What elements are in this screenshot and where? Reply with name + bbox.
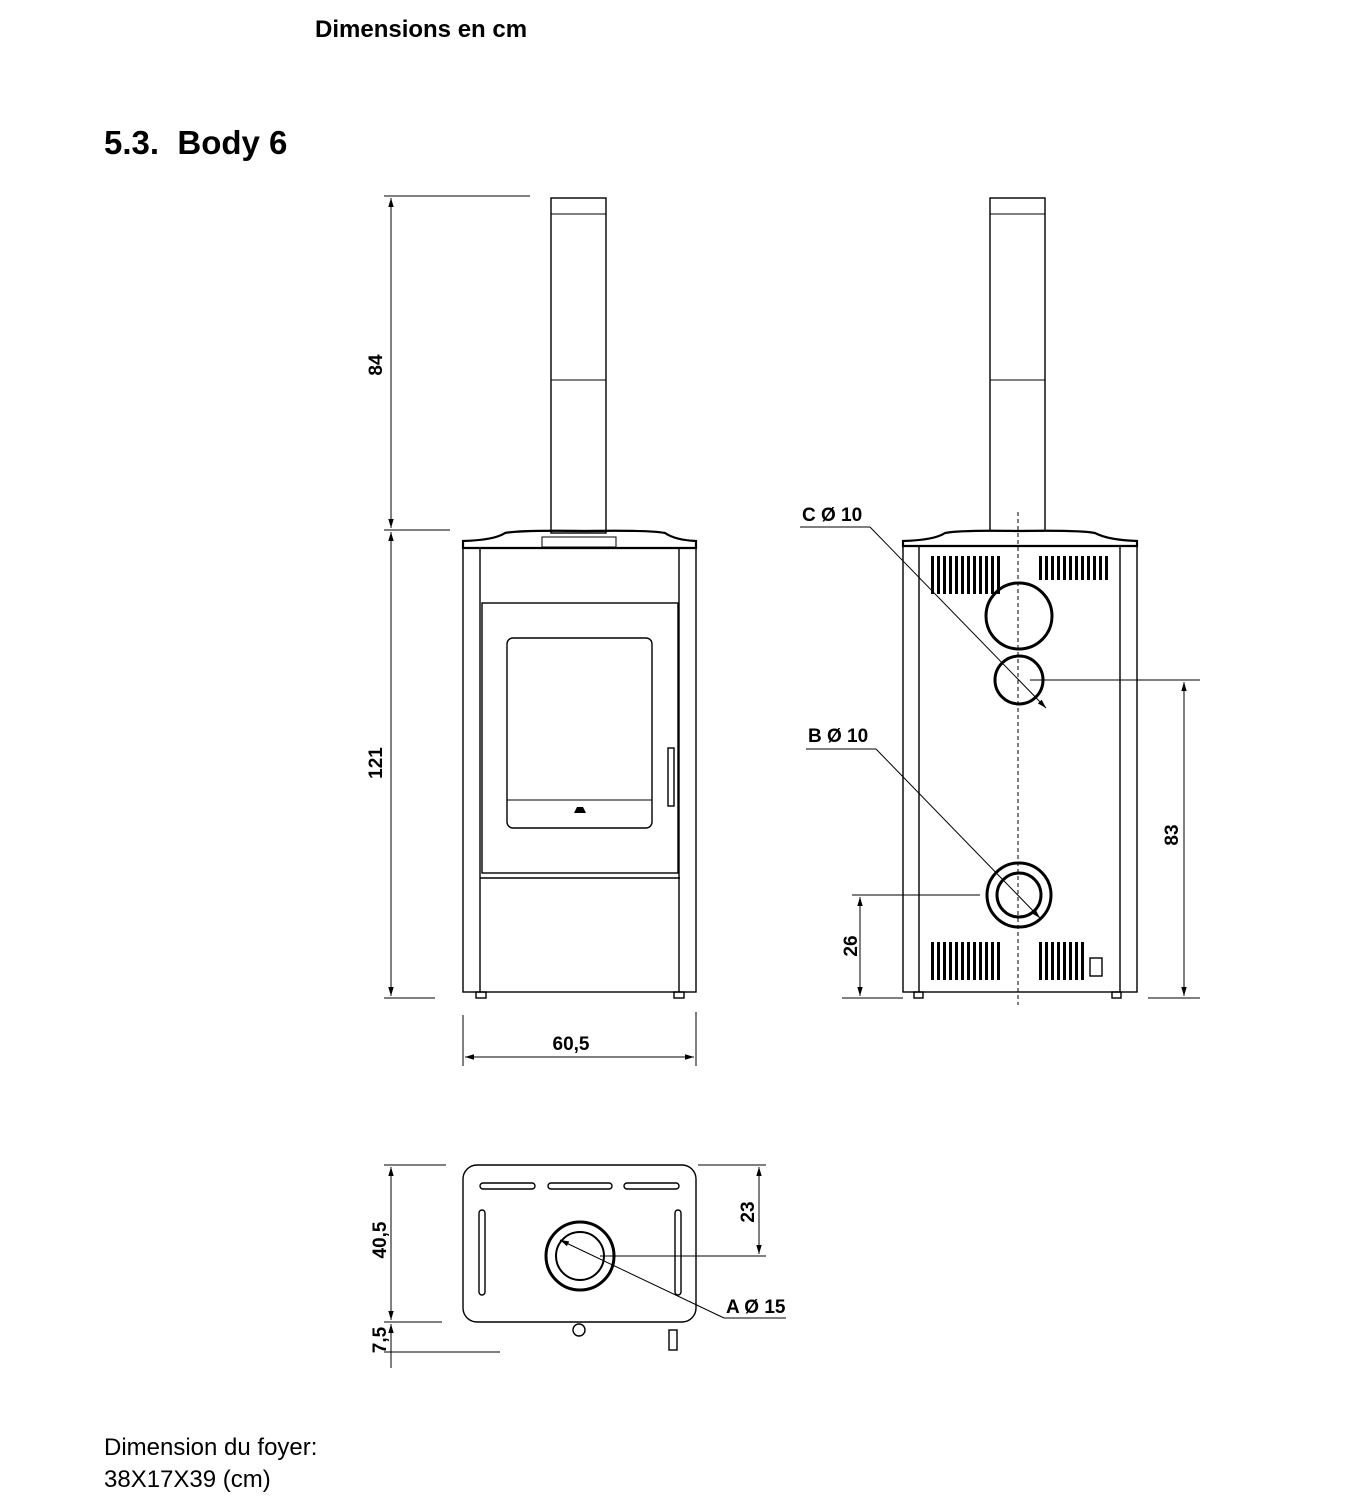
firebox-label: Dimension du foyer:: [104, 1434, 318, 1461]
rear-flue-pipe: [989, 197, 1046, 532]
rear-switch: [1089, 957, 1103, 977]
top-slot: [674, 1209, 682, 1296]
top-slot: [478, 1209, 486, 1296]
outlet-a-leader: [559, 1239, 725, 1319]
top-slot: [623, 1182, 680, 1190]
rear-view: C Ø 10 B Ø 10 83 26: [800, 197, 1200, 1005]
rear-top-plate: [901, 529, 1139, 548]
rear-vent-top-right: [1037, 556, 1109, 580]
width-label: 60,5: [553, 1034, 590, 1055]
outlet-a-offset-label: 23: [738, 1201, 759, 1222]
section-title: 5.3. Body 6: [104, 124, 287, 162]
front-flue-pipe: [550, 197, 607, 534]
dimensions-caption: Dimensions en cm: [315, 16, 528, 43]
outlet-c-height-label: 83: [1162, 824, 1183, 845]
body-height-label: 121: [366, 747, 387, 779]
door-handle-top: [668, 1329, 678, 1351]
top-view: 40,5 7,5 23 A Ø 15: [370, 1164, 786, 1368]
outlet-a-label: A Ø 15: [726, 1297, 786, 1318]
outlet-a-inner: [555, 1231, 605, 1281]
outlet-b-label: B Ø 10: [808, 726, 868, 747]
outlet-c-label: C Ø 10: [802, 505, 862, 526]
rear-foot-left: [913, 991, 924, 999]
rear-vent-top-left: [928, 556, 1000, 594]
outlet-c-leader: [869, 526, 1047, 709]
front-top-plate: [461, 529, 698, 550]
section-number: 5.3.: [104, 124, 160, 161]
front-door: [481, 602, 679, 874]
firebox-dimensions: Dimension du foyer: 38X17X39 (cm): [104, 1432, 317, 1496]
outlet-b-circle: [985, 861, 1053, 929]
rear-foot-right: [1111, 991, 1122, 999]
outlet-b-height-label: 26: [841, 935, 862, 956]
rear-body: [902, 545, 1138, 993]
outlet-b-leader: [875, 748, 1041, 919]
front-body: [462, 547, 697, 993]
top-outline: [462, 1164, 697, 1323]
firebox-value: 38X17X39 (cm): [104, 1466, 271, 1493]
door-handle: [667, 747, 675, 807]
rear-vent-bottom-left: [928, 942, 1000, 980]
front-view: 84 121 60,5: [366, 195, 698, 1066]
rear-flue-outlet: [984, 581, 1054, 651]
depth-label: 40,5: [370, 1221, 391, 1258]
rear-vent-bottom-right: [1037, 942, 1085, 980]
door-knob: [572, 1323, 586, 1337]
top-slot: [479, 1182, 536, 1190]
top-slot: [547, 1182, 613, 1190]
flue-collar: [541, 536, 617, 548]
flue-height-label: 84: [366, 354, 387, 376]
section-name: Body 6: [177, 124, 288, 161]
front-foot-left: [475, 991, 487, 999]
door-projection-label: 7,5: [370, 1326, 391, 1353]
door-glass: [506, 637, 653, 829]
front-foot-right: [673, 991, 685, 999]
brand-logo-icon: [574, 807, 586, 813]
outlet-b-inner: [995, 871, 1043, 919]
